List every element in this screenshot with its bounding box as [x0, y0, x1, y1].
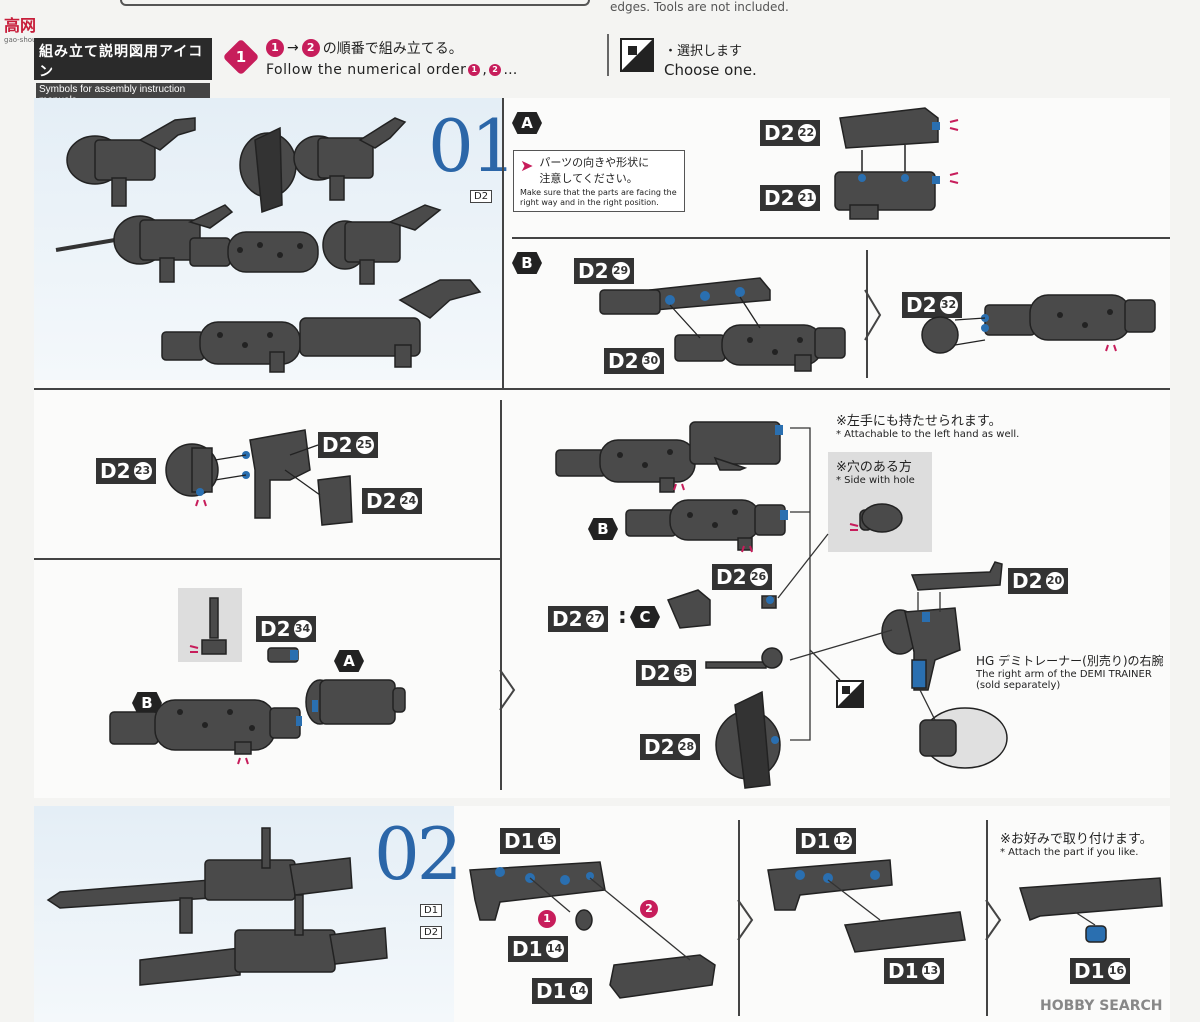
- order-step-badge: 1: [222, 38, 260, 76]
- notice-jp-2: 注意してください。: [539, 172, 638, 185]
- colon-separator: :: [618, 604, 627, 629]
- symbols-label-jp: 組み立て説明図用アイコン: [39, 44, 204, 80]
- order-n1-badge: 1: [266, 39, 284, 57]
- order-arrow: →: [287, 40, 299, 56]
- step01-lower-divider-v: [500, 400, 502, 790]
- demi-en-1: The right arm of the DEMI TRAINER: [976, 669, 1152, 680]
- demi-jp: HG デミトレーナー(別売り)の右腕: [976, 654, 1164, 668]
- substep-b-tag: B: [512, 252, 542, 274]
- lower-a-tag: A: [334, 650, 364, 672]
- choose-jp: ・選択します: [664, 44, 743, 59]
- step01-rule-a: [512, 237, 1170, 239]
- step02-overview: [34, 806, 454, 1022]
- hole-en: * Side with hole: [836, 475, 915, 486]
- notice-jp-1: パーツの向きや形状に: [539, 156, 650, 169]
- order-ellipsis: …: [503, 62, 518, 78]
- choose-one-label: ・選択します Choose one.: [664, 40, 757, 79]
- step01-rule-main: [34, 388, 1170, 390]
- header-edge-text: edges. Tools are not included.: [610, 0, 789, 14]
- step02-number: 02: [374, 812, 463, 896]
- step01-sub-tag: D2: [470, 190, 493, 203]
- left-hand-en: * Attachable to the left hand as well.: [836, 429, 1020, 440]
- pin-detail-box: [178, 588, 242, 662]
- step02-divider-2: [986, 820, 988, 1016]
- header-separator: [607, 34, 609, 76]
- order-en-n1: 1: [468, 64, 481, 76]
- order-jp: の順番で組み立てる。: [322, 41, 463, 57]
- step02-divider-1: [738, 820, 740, 1016]
- orientation-notice: ➤ パーツの向きや形状に 注意してください。 Make sure that th…: [513, 150, 685, 212]
- substep-a-tag: A: [512, 112, 542, 134]
- step01-divider-v: [502, 98, 504, 388]
- choose-en: Choose one.: [664, 61, 757, 79]
- step02-order-2: 2: [640, 900, 658, 918]
- step02-sub-tag-2: D2: [420, 926, 443, 939]
- lower-b-tag: B: [132, 692, 162, 714]
- choose-one-icon-inline: [836, 680, 864, 708]
- substep-b-divider: [866, 250, 868, 378]
- pref-jp: ※お好みで取り付けます。: [1000, 832, 1153, 847]
- header-frame: [120, 0, 590, 6]
- right-b-tag: B: [588, 518, 618, 540]
- order-en-n2: 2: [489, 64, 502, 76]
- symbols-label: 組み立て説明図用アイコン Symbols for assembly instru…: [34, 38, 212, 107]
- hole-jp: ※穴のある方: [836, 460, 912, 475]
- step02-order-1: 1: [538, 910, 556, 928]
- left-hand-jp: ※左手にも持たせられます。: [836, 414, 1002, 429]
- pref-en: * Attach the part if you like.: [1000, 847, 1139, 858]
- notice-en: Make sure that the parts are facing the …: [520, 188, 677, 207]
- order-en: Follow the numerical order: [266, 62, 467, 78]
- right-c-tag: C: [630, 606, 660, 628]
- watermark-logo-text: 高网: [4, 16, 37, 35]
- warning-arrow-icon: ➤: [520, 156, 534, 175]
- step01-number: 01: [428, 104, 517, 188]
- demi-trainer-note: HG デミトレーナー(別売り)の右腕 The right arm of the …: [976, 652, 1164, 691]
- demi-en-2: (sold separately): [976, 680, 1061, 691]
- watermark-hobby-search: HOBBY SEARCH: [1040, 995, 1162, 1014]
- watermark-logo: 高网 gao-shou.com: [4, 12, 54, 44]
- order-n2-badge: 2: [301, 39, 320, 57]
- order-instruction: 1 → 2 の順番で組み立てる。 Follow the numerical or…: [266, 39, 518, 78]
- preference-note: ※お好みで取り付けます。 * Attach the part if you li…: [1000, 828, 1153, 858]
- watermark-hobby-search-text: HOBBY SEARCH: [1040, 998, 1163, 1014]
- step02-sub-tag-1: D1: [420, 904, 443, 917]
- step01-lower-rule: [34, 558, 500, 560]
- hole-detail-box: ※穴のある方 * Side with hole: [828, 452, 932, 552]
- watermark-logo-sub: gao-shou.com: [4, 36, 54, 44]
- left-hand-note: ※左手にも持たせられます。 * Attachable to the left h…: [836, 410, 1019, 440]
- choose-one-icon: [620, 38, 654, 72]
